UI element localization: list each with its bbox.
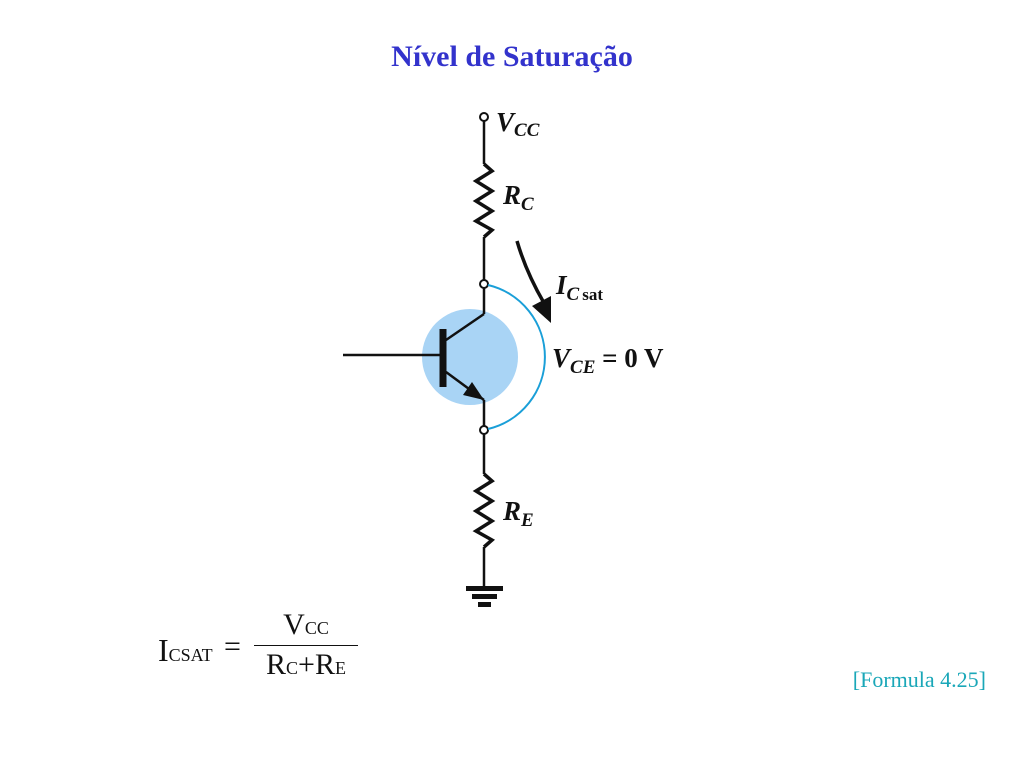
re-resistor: [472, 472, 496, 549]
vcc-label: VCC: [496, 107, 540, 141]
vce-label: VCE = 0 V: [552, 343, 664, 378]
ic-arrowhead: [532, 296, 551, 323]
rc-resistor: [472, 162, 496, 239]
vcc-terminal: [479, 112, 489, 122]
fraction-bar: [254, 645, 358, 646]
vce-arc: [487, 284, 546, 430]
formula-denominator: RC+RE: [266, 648, 346, 681]
collector-node: [479, 279, 489, 289]
saturation-current-formula: ICSAT = VCC RC+RE: [158, 608, 368, 688]
formula-numerator: VCC: [283, 608, 329, 641]
emitter-arrow: [463, 382, 484, 400]
rc-label: RC: [502, 180, 534, 215]
ic-current-arrow: [515, 240, 546, 304]
re-label: RE: [502, 496, 534, 531]
ground-icon: [466, 586, 503, 607]
formula-lhs: ICSAT: [158, 632, 213, 668]
emitter-node: [479, 425, 489, 435]
page-title: Nível de Saturação: [391, 40, 633, 73]
transistor-collector-lead: [445, 312, 485, 342]
formula-reference: [Formula 4.25]: [852, 667, 986, 692]
formula-equals: =: [224, 630, 241, 663]
